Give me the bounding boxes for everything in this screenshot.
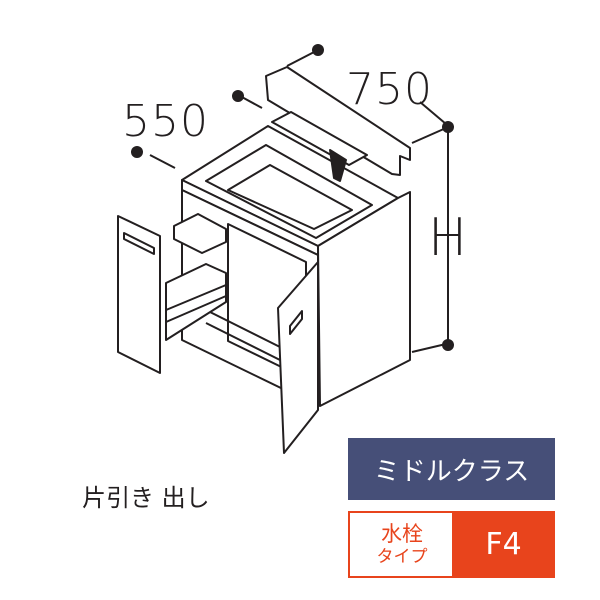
depth-dimension-line-lower [239,95,263,109]
dimension-dots [131,44,454,351]
width-dimension-label: 750 [346,64,433,115]
height-dimension-tick-bottom [411,343,447,353]
class-badge: ミドルクラス [348,438,555,500]
drawer-handle [123,232,155,255]
cabinet [117,66,411,454]
door-right [277,261,319,454]
drawer-rail [165,284,227,323]
basin-inner [227,164,353,230]
interior-shelf [205,309,291,353]
dimension-dot [232,90,244,102]
width-dimension-line-right [419,101,447,125]
faucet [329,149,347,182]
faucet-shelf [271,111,368,166]
depth-dimension-line-upper [149,154,176,169]
height-dimension-label: H [428,208,469,268]
faucet-type-code: F4 [485,527,522,562]
dimension-dot [312,44,324,56]
dimension-dot [442,121,454,133]
dimension-dot [442,339,454,351]
height-dimension-tick-top [411,127,447,144]
depth-dimension-label: 550 [122,96,209,147]
type-badge-right-bg [452,511,555,578]
side-panel [317,191,411,407]
drawer-tray [173,213,227,254]
configuration-caption: 片引き 出し [82,484,210,512]
faucet-type-label: 水栓 タイプ [350,513,454,576]
faucet-type-badge: 水栓 タイプ F4 [348,511,555,578]
dimension-dot [131,146,143,158]
faucet-type-label-line1: 水栓 [381,521,423,546]
faucet-type-label-line2: タイプ [376,546,428,567]
drawer-front-left [117,215,161,374]
door-handle [289,310,303,335]
interior-shelf [205,322,291,366]
